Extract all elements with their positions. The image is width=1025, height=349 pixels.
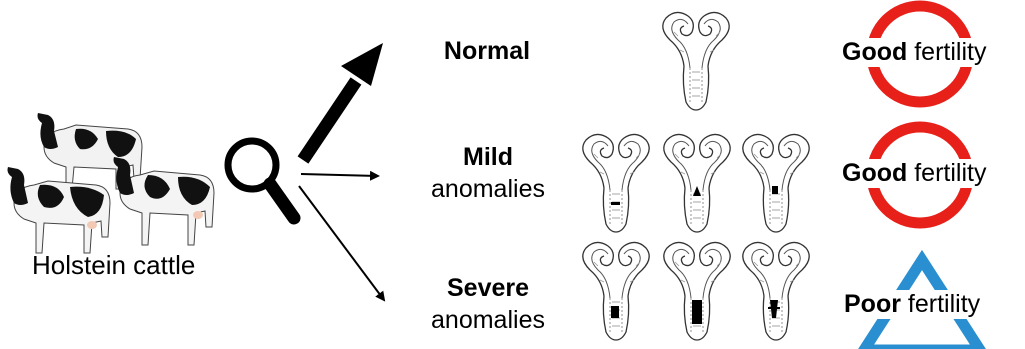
fertility-severe-strong: Poor	[844, 290, 901, 318]
fertility-severe: Poor fertility	[842, 290, 982, 319]
fertility-mild-rest: fertility	[914, 159, 986, 187]
fertility-mild-strong: Good	[842, 159, 907, 187]
fertility-normal: Good fertility	[840, 38, 988, 67]
fertility-normal-rest: fertility	[914, 38, 986, 66]
fertility-mild: Good fertility	[840, 159, 988, 188]
fertility-normal-strong: Good	[842, 38, 907, 66]
fertility-severe-rest: fertility	[908, 290, 980, 318]
